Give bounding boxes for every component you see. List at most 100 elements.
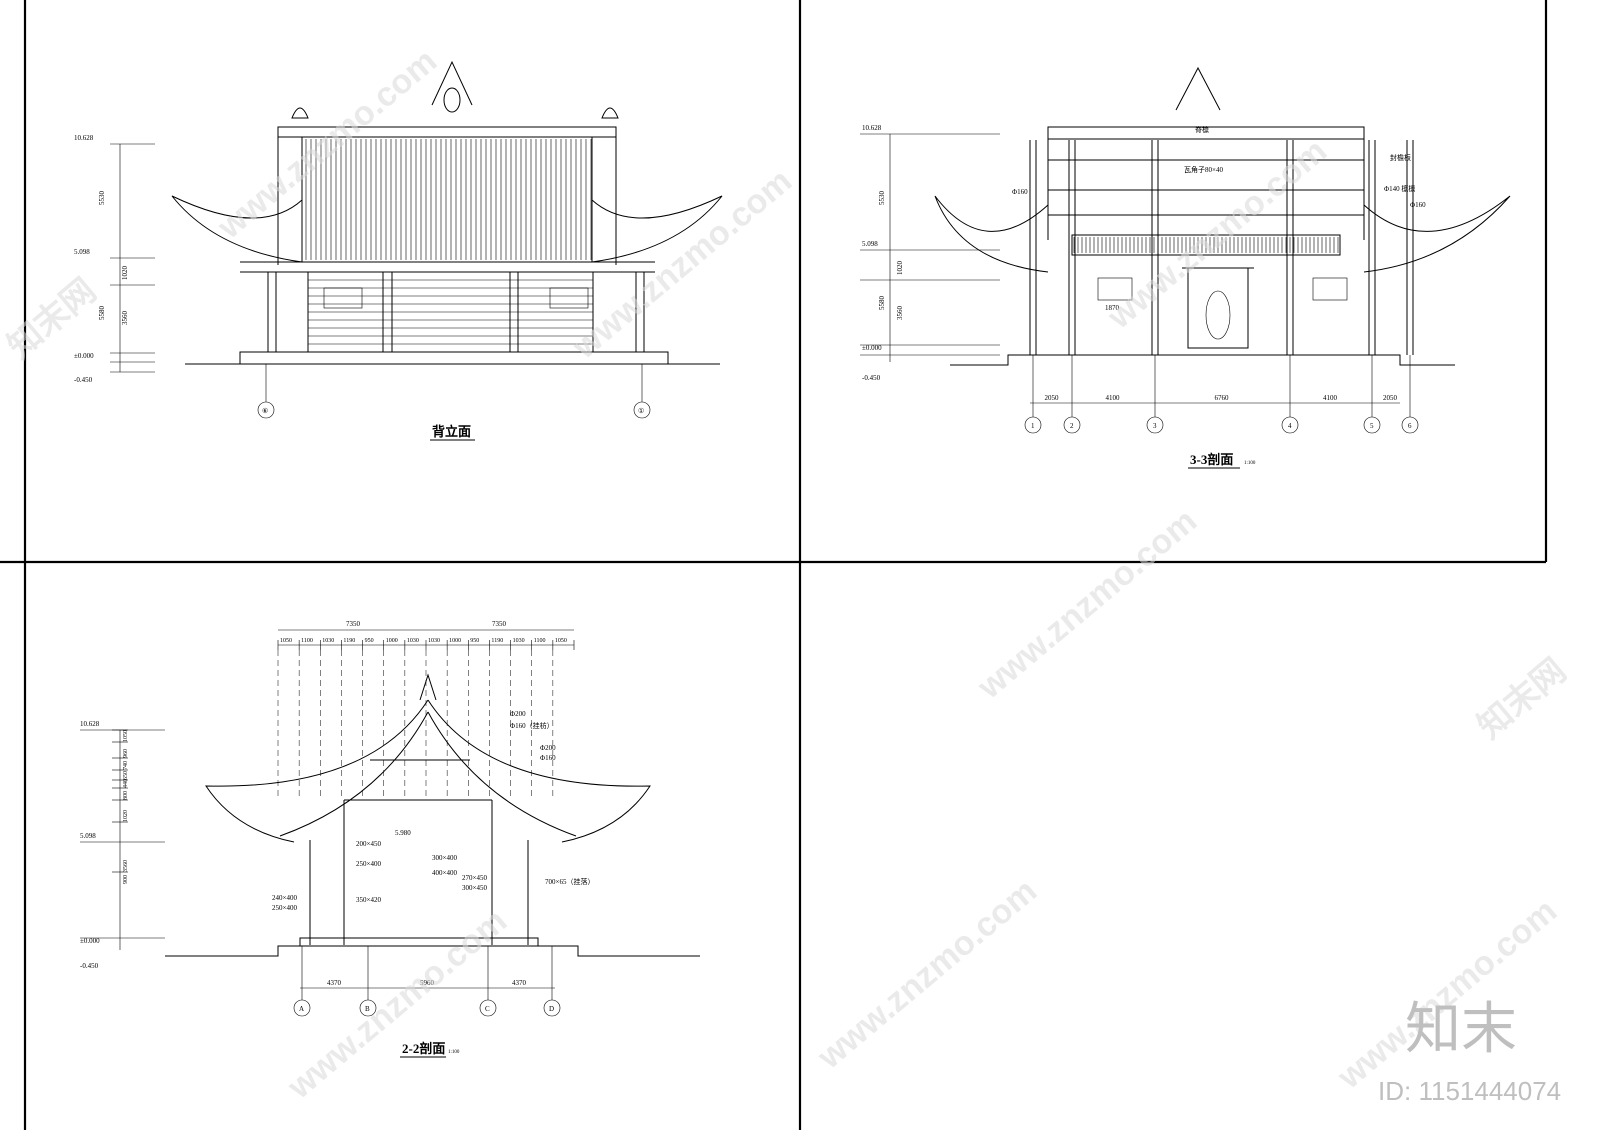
sheet-frame [0, 0, 1548, 1130]
top-dimension-chain: 7350 7350 1050 1100 1030 1190 950 1000 1030 103… [277, 620, 575, 650]
section-2-2: 7350 7350 1050 1100 1030 1190 950 1000 1030 103… [80, 620, 700, 1058]
vdim: 5530 [878, 191, 886, 206]
title-section-3-3: 3-3剖面 [1190, 452, 1233, 467]
watermark-id: ID: 1151444074 [1378, 1076, 1561, 1106]
rafter-dim: 1030 [322, 638, 334, 644]
note-22: 250×400 [272, 904, 297, 912]
rafter-dim: 1050 [280, 638, 292, 644]
note-33: Φ160 [1012, 188, 1028, 196]
rear-roof [171, 60, 723, 265]
rafter-dim: 950 [470, 638, 479, 644]
note-22: 240×400 [272, 894, 297, 902]
note-22: 700×65（挂落） [545, 877, 594, 886]
vdim: 5580 [878, 296, 886, 311]
section-22-ground [165, 945, 700, 957]
note-22: 200×450 [356, 840, 381, 848]
span-dim: 4100 [1106, 394, 1121, 402]
section-22-roof [205, 650, 651, 843]
top-dim: 7350 [492, 620, 507, 628]
note-33: 脊檩 [1195, 125, 1209, 134]
axis-label: D [549, 1005, 554, 1013]
watermark-logo: 知末 [1405, 997, 1517, 1060]
watermark-site: www.znzmo.com [280, 902, 514, 1107]
span-dim: 2050 [1383, 394, 1398, 402]
axis-label: 4 [1288, 422, 1292, 430]
level-ground: -0.450 [80, 962, 99, 970]
axis-label: B [365, 1005, 370, 1013]
section-33-ground [950, 354, 1455, 366]
vdim: 440 [123, 779, 129, 788]
watermark-site: www.znzmo.com [810, 872, 1044, 1077]
watermark-site: www.znzmo.com [565, 162, 799, 367]
rafter-dim: 1190 [491, 638, 503, 644]
rear-elevation: 10.628 5.098 ±0.000 -0.450 5530 1020 558… [74, 60, 723, 441]
rafter-dim: 950 [365, 638, 374, 644]
note-33: 封檐板 [1390, 153, 1411, 162]
vdim: 3560 [121, 311, 129, 326]
vdim: 650 [123, 771, 129, 780]
note-22: 350×420 [356, 896, 381, 904]
level-floor: ±0.000 [862, 344, 882, 352]
span-dim: 2050 [1045, 394, 1060, 402]
title-scale: 1:100 [1244, 461, 1256, 466]
rafter-dim: 1030 [513, 638, 525, 644]
vdim: 1020 [121, 266, 129, 281]
note-33: 1870 [1105, 304, 1120, 312]
level-floor: ±0.000 [74, 352, 94, 360]
rafter-dim: 1100 [301, 638, 313, 644]
section-33-columns: 瓦角子80×40 封檐板 Φ140 檩檩 Φ160 Φ160 1870 脊檩 [1012, 125, 1426, 355]
note-33: Φ160 [1410, 201, 1426, 209]
note-22: Φ200 [540, 744, 556, 752]
axis-label: C [485, 1005, 490, 1013]
span-dim: 4100 [1323, 394, 1338, 402]
axis-label: 5 [1370, 422, 1374, 430]
level-top: 10.628 [74, 134, 94, 142]
note-22: 270×450 [462, 874, 487, 882]
level-floor: ±0.000 [80, 937, 100, 945]
rafter-dim: 1190 [343, 638, 355, 644]
watermark-site: www.znzmo.com [970, 502, 1204, 707]
rear-walls [185, 261, 720, 365]
level-scale-33: 10.628 5.098 ±0.000 -0.450 5530 1020 558… [860, 124, 1000, 382]
axis-label: ⑥ [262, 407, 268, 415]
span-dim: 5960 [420, 979, 435, 987]
axis-label: ① [638, 407, 644, 415]
vdim: 3560 [896, 306, 904, 321]
level-ground: -0.450 [862, 374, 881, 382]
title-scale: 1:100 [448, 1050, 460, 1055]
note-33: Φ140 檩檩 [1384, 184, 1415, 193]
vdim: 960 [123, 749, 129, 758]
note-22: 250×400 [356, 860, 381, 868]
vdim: 1050 [123, 730, 129, 742]
level-top: 10.628 [862, 124, 882, 132]
vdim: 740 [123, 761, 129, 770]
watermark-brand: 知末网 [1471, 651, 1574, 746]
span-dim: 4370 [327, 979, 342, 987]
vdim: 3560 [123, 860, 129, 872]
axis-label: 2 [1070, 422, 1074, 430]
watermark-site: www.znzmo.com [1330, 892, 1564, 1097]
level-top: 10.628 [80, 720, 100, 728]
level-ground: -0.450 [74, 376, 93, 384]
rafter-dim: 1000 [386, 638, 398, 644]
axis-label: 6 [1408, 422, 1412, 430]
axis-label: 3 [1153, 422, 1157, 430]
rear-axes: ⑥ ① [257, 364, 651, 419]
note-22: Φ160（挂枋） [510, 721, 554, 730]
top-dim: 7350 [346, 620, 361, 628]
level-eave: 5.098 [80, 832, 96, 840]
rafter-dim: 1030 [428, 638, 440, 644]
vdim: 5580 [98, 306, 106, 321]
vdim: 800 [123, 791, 129, 800]
note-22: Φ160 [540, 754, 556, 762]
level-eave: 5.098 [862, 240, 878, 248]
title-section-2-2: 2-2剖面 [402, 1041, 445, 1056]
section-22-columns: 700×65（挂落） 300×400 400×400 270×450 300×4… [272, 710, 594, 947]
rafter-dim: 1050 [555, 638, 567, 644]
vdim: 1020 [123, 810, 129, 822]
section-3-3: 10.628 5.098 ±0.000 -0.450 5530 1020 558… [860, 66, 1511, 469]
watermark-site: www.znzmo.com [210, 42, 444, 247]
